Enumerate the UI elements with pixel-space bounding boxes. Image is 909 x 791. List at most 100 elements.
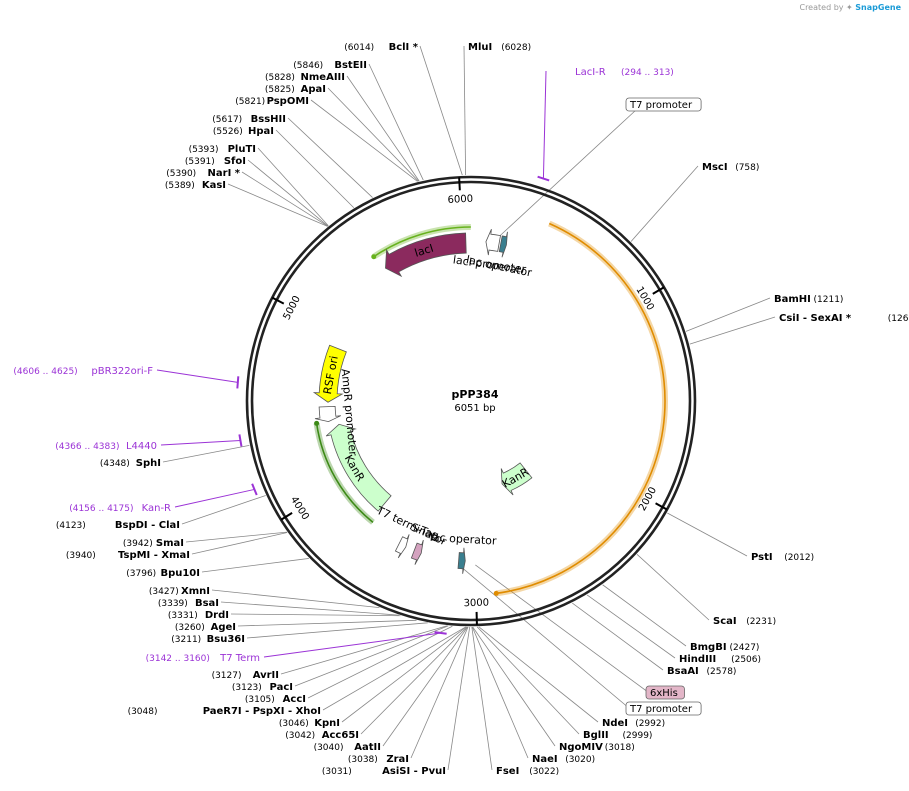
site-name: BsaI	[195, 598, 219, 609]
primer-range: (294 .. 313)	[621, 68, 674, 78]
site-position: (6028)	[501, 43, 531, 53]
site-leader-line	[246, 622, 428, 639]
tick-mark	[655, 502, 668, 511]
leader-lines	[156, 45, 776, 771]
primer-range: (4366 .. 4383)	[55, 442, 119, 452]
site-name: HindIII	[679, 654, 716, 665]
primer-binding-mark	[238, 434, 243, 447]
site-name: PluTI	[228, 144, 256, 155]
site-name: AgeI	[211, 622, 236, 633]
site-name: NdeI	[602, 718, 628, 729]
primer-name: pBR322ori-F	[91, 366, 153, 377]
site-leader-line	[201, 558, 309, 573]
primer-binding-mark	[236, 376, 240, 389]
site-position: (5389)	[165, 181, 195, 191]
site-position: (2427)	[730, 643, 760, 653]
primer-name: Kan-R	[142, 503, 171, 514]
site-position: (3942)	[123, 539, 153, 549]
site-name: BstEII	[334, 60, 367, 71]
credit: Created by ✦ SnapGene	[799, 3, 901, 12]
site-position: (5617)	[212, 115, 242, 125]
features	[236, 175, 668, 635]
site-position: (2578)	[707, 667, 737, 677]
credit-brand: SnapGene	[855, 3, 901, 12]
site-position: (3018)	[605, 743, 635, 753]
site-leader-line	[685, 297, 771, 332]
site-leader-line	[478, 626, 599, 723]
site-position: (3339)	[158, 599, 188, 609]
plasmid-size: 6051 bp	[454, 403, 495, 414]
snapgene-logo-icon: ✦	[846, 3, 853, 12]
boxed-label-text: T7 promoter	[629, 704, 693, 715]
site-position: (3048)	[128, 707, 158, 717]
site-leader-line	[447, 626, 471, 771]
site-position: (3331)	[168, 611, 198, 621]
site-position: (5390)	[166, 169, 196, 179]
site-name: Bsu36I	[207, 634, 245, 645]
site-leader-line	[341, 626, 467, 723]
site-leader-line	[368, 63, 424, 181]
site-name: CsiI - SexAI *	[779, 313, 852, 324]
site-name: BglII	[583, 730, 609, 741]
site-leader-line	[185, 531, 287, 543]
orf-KanR-arrow-tip	[314, 420, 320, 426]
site-position: (5821)	[235, 97, 265, 107]
site-leader-line	[280, 625, 448, 675]
orf-lacI-arrow-tip	[371, 254, 377, 260]
site-position: (3022)	[529, 767, 559, 777]
site-leader-line	[419, 45, 463, 176]
site-position: (3038)	[348, 755, 378, 765]
boxed-label-leader	[475, 564, 657, 699]
feature-KanR	[325, 423, 392, 512]
site-position: (3031)	[322, 767, 352, 777]
primer-leader-line	[263, 632, 441, 658]
site-position: (3940)	[66, 551, 96, 561]
site-name: PaeR7I - PspXI - XhoI	[203, 706, 321, 717]
backbone-inner-ring	[250, 180, 692, 622]
site-leader-line	[181, 495, 266, 525]
site-leader-line	[630, 165, 699, 242]
site-leader-line	[307, 625, 453, 699]
boxed-label-leader	[496, 109, 637, 240]
site-name: BssHII	[251, 114, 286, 125]
site-name: BclI *	[389, 42, 419, 53]
feature-lacI-promoter	[485, 229, 501, 256]
site-position: (4123)	[56, 521, 86, 531]
feature-RSF-ori	[312, 344, 347, 403]
site-name: NmeAIII	[301, 72, 345, 83]
site-leader-line	[191, 532, 288, 555]
boxed-label-leader	[458, 564, 637, 715]
boxed-label-frame	[625, 97, 702, 112]
tick-mark	[458, 177, 461, 191]
site-name: NgoMIV	[559, 742, 603, 753]
site-leader-line	[275, 129, 355, 209]
site-name: BmgBI	[690, 642, 727, 653]
site-position: (5825)	[265, 85, 295, 95]
boxed-label-frame	[625, 701, 702, 716]
tick-label: 3000	[463, 598, 489, 610]
site-name: ApaI	[301, 84, 326, 95]
credit-prefix: Created by	[799, 3, 844, 12]
primer-range: (4156 .. 4175)	[69, 504, 133, 514]
site-leader-line	[327, 87, 419, 182]
site-leader-line	[410, 626, 469, 759]
site-leader-line	[689, 316, 776, 345]
boxed-label-text: T7 promoter	[629, 100, 693, 111]
site-name: PacI	[270, 682, 293, 693]
site-leader-line	[287, 117, 373, 198]
site-leader-line	[230, 613, 401, 617]
feature-label: lac operator	[430, 531, 498, 548]
site-name: BamHI	[774, 294, 811, 305]
site-name: NarI *	[208, 168, 241, 179]
primer-leader-line	[542, 70, 547, 179]
site-leader-line	[346, 75, 420, 182]
feature-lac-operator-top	[498, 231, 508, 258]
tick-label: 5000	[281, 294, 303, 322]
site-position: (2231)	[746, 617, 776, 627]
site-position: (2999)	[623, 731, 653, 741]
site-name: NaeI	[532, 754, 558, 765]
primer-leader-line	[174, 488, 255, 508]
site-leader-line	[602, 584, 687, 647]
